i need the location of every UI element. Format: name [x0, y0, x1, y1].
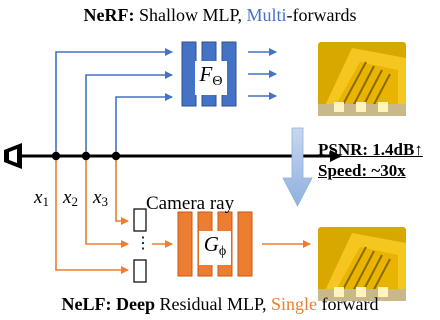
- ray-point-x1-label: x1: [34, 187, 49, 210]
- ray-point-x2-symbol: x: [63, 187, 72, 208]
- nerf-title-tail: -forwards: [286, 5, 357, 25]
- ray-point-x3-subscript: 3: [101, 194, 108, 209]
- camera-ray-label: Camera ray: [146, 193, 235, 214]
- nelf-title-plain: Residual MLP,: [154, 294, 271, 314]
- nelf-title-tail: forward: [317, 294, 379, 314]
- transition-down-arrow: [282, 127, 313, 207]
- render-top-image: [318, 42, 406, 116]
- nerf-input-connectors: [55, 48, 173, 156]
- nelf-input-connectors: [55, 156, 129, 274]
- nelf-title: NeLF: Deep Residual MLP, Single forward: [0, 294, 440, 315]
- nerf-mlp-symbol: F: [199, 62, 213, 86]
- input-ellipsis: ⋮: [135, 235, 151, 252]
- nerf-mlp-subscript: Θ: [212, 74, 223, 89]
- nelf-title-accent: Single: [271, 294, 318, 314]
- ray-point-x2-label: x2: [63, 187, 78, 210]
- nelf-mlp-subscript: ϕ: [218, 244, 227, 259]
- nerf-title-accent: Multi: [246, 5, 287, 25]
- nerf-title-bold: NeRF:: [83, 5, 135, 25]
- ray-point-x3-symbol: x: [93, 187, 102, 208]
- nerf-mlp-label: FΘ: [195, 61, 227, 95]
- nelf-title-bold: NeLF:: [61, 294, 112, 314]
- nelf-title-deep: Deep: [115, 294, 155, 314]
- speed-metric: Speed: ~30x: [318, 161, 406, 180]
- ray-point-x2-subscript: 2: [71, 194, 78, 209]
- ray-point-x3-label: x3: [93, 187, 108, 210]
- ray-point-x1-symbol: x: [34, 187, 43, 208]
- ray-sample-points: [51, 151, 121, 161]
- nerf-output-arrows: [248, 48, 277, 100]
- camera-icon: [4, 143, 22, 169]
- nelf-input-column: [133, 208, 147, 283]
- metrics-box: PSNR: 1.4dB↑ Speed: ~30x: [318, 139, 423, 181]
- ray-point-x1-subscript: 1: [42, 194, 49, 209]
- nerf-title-plain: Shallow MLP,: [134, 5, 247, 25]
- nelf-mlp-symbol: G: [203, 232, 219, 256]
- nelf-mlp-label: Gϕ: [199, 231, 231, 265]
- psnr-metric: PSNR: 1.4dB↑: [318, 140, 423, 159]
- render-bottom-image: [318, 227, 406, 301]
- nerf-title: NeRF: Shallow MLP, Multi-forwards: [0, 5, 440, 26]
